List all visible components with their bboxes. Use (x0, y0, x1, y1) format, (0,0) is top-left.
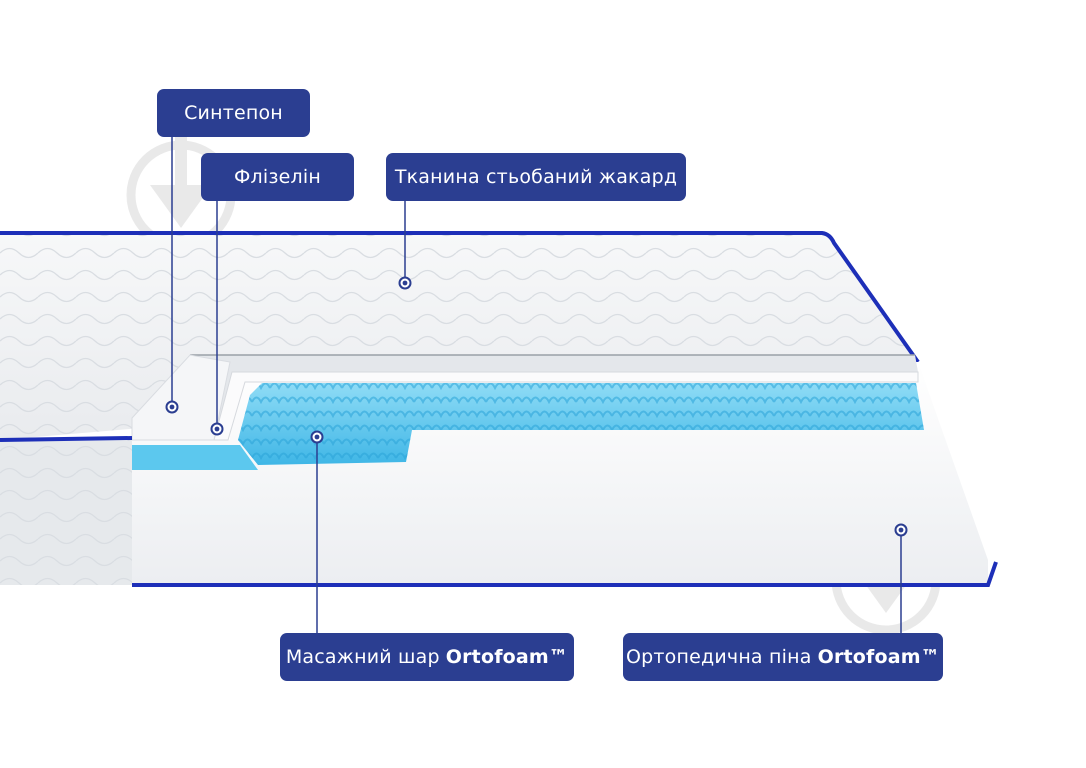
label-massage-layer: Масажний шар Ortofoam™ (280, 633, 574, 681)
label-flizelin-text: Флізелін (233, 166, 322, 188)
label-quilted-jacquard: Тканина стьобаний жакард (386, 153, 686, 201)
label-orthopedic-foam: Ортопедична піна Ortofoam™ (623, 633, 943, 681)
label-massage-layer-text: Масажний шар (285, 646, 440, 668)
label-orthopedic-foam-text: Ортопедична піна (625, 646, 812, 668)
label-flizelin: Флізелін (201, 153, 354, 201)
mattress-cut-section (131, 354, 998, 587)
leader-lines (171, 137, 902, 633)
label-massage-layer-brand: Ortofoam™ (445, 646, 569, 668)
label-sintepon: Синтепон (157, 89, 310, 137)
marker-dots (165, 276, 908, 537)
mattress-side-panel (0, 436, 133, 585)
label-sintepon-text: Синтепон (184, 102, 283, 124)
label-quilted-jacquard-text: Тканина стьобаний жакард (394, 166, 678, 188)
label-orthopedic-foam-brand: Ortofoam™ (817, 646, 940, 668)
